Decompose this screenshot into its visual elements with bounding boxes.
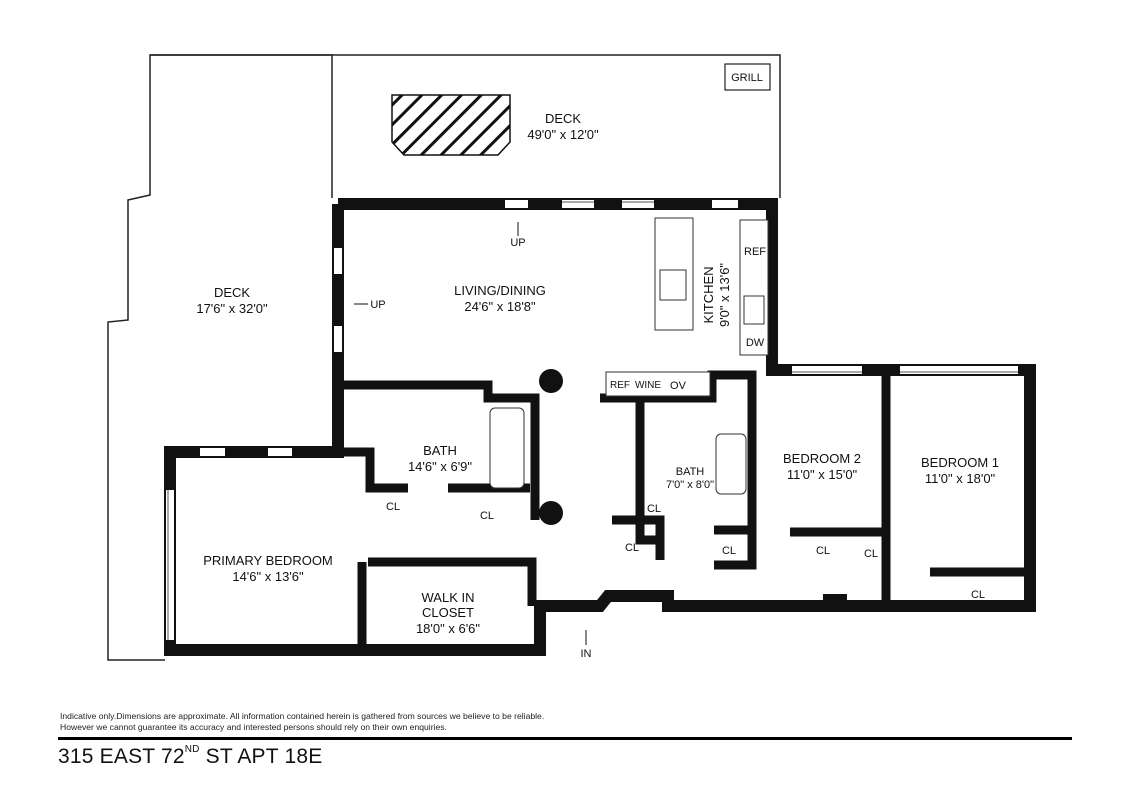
bathtub-small <box>715 433 747 495</box>
room-dims: 11'0" x 18'0" <box>925 471 996 486</box>
column <box>539 501 563 525</box>
address-street: ST APT 18E <box>199 745 323 768</box>
hatched-skylight <box>391 94 511 156</box>
svg-text:CL: CL <box>647 503 661 515</box>
room-name: DECK <box>214 285 250 300</box>
room-dims: 9'0" x 13'6" <box>717 263 732 327</box>
room-name: DECK <box>545 111 581 126</box>
room-name: WALK IN <box>422 590 475 605</box>
ref-label: REF <box>610 380 630 391</box>
address: 315 EAST 72ND ST APT 18E <box>58 744 323 769</box>
room-dims: 18'0" x 6'6" <box>416 621 480 636</box>
interior-walls <box>300 370 1030 650</box>
room-dims: 11'0" x 15'0" <box>787 467 858 482</box>
up-label: UP <box>510 237 525 249</box>
divider <box>58 737 1072 740</box>
room-dims: 24'6" x 18'8" <box>464 299 536 314</box>
room-dims: 7'0" x 8'0" <box>666 479 714 491</box>
room-dims: 49'0" x 12'0" <box>527 127 599 142</box>
grill <box>724 63 771 91</box>
svg-text:CL: CL <box>816 545 830 557</box>
svg-text:CL: CL <box>722 545 736 557</box>
ov-label: OV <box>670 380 687 392</box>
wall-pillar <box>823 594 847 612</box>
disclaimer-line: However we cannot guarantee its accuracy… <box>60 722 447 732</box>
room-name: LIVING/DINING <box>454 283 546 298</box>
column <box>539 369 563 393</box>
room-name: KITCHEN <box>701 266 716 323</box>
room-name: BATH <box>423 443 457 458</box>
sink <box>743 295 765 325</box>
cooktop <box>659 269 687 301</box>
room-name: BEDROOM 1 <box>921 455 999 470</box>
floor-plan: DECK 49'0" x 12'0" GRILL DECK 17'6" x 32… <box>107 54 1036 661</box>
address-suffix: ND <box>184 744 200 755</box>
room-dims: 14'6" x 13'6" <box>232 569 304 584</box>
svg-text:CL: CL <box>625 542 639 554</box>
window-lines <box>167 201 1018 640</box>
svg-text:CL: CL <box>480 510 494 522</box>
svg-text:CL: CL <box>864 548 878 560</box>
in-label: IN <box>581 648 592 660</box>
room-name: CLOSET <box>422 605 474 620</box>
ref-label: REF <box>744 246 766 258</box>
kitchen-counter <box>739 219 769 356</box>
address-number: 315 EAST 72 <box>58 745 185 768</box>
svg-text:CL: CL <box>971 589 985 601</box>
room-dims: 14'6" x 6'9" <box>408 459 472 474</box>
deck-outline-top <box>150 54 781 198</box>
closet-labels: CL CL CL CL CL CL CL CL <box>386 501 985 601</box>
dw-label: DW <box>746 337 765 349</box>
room-name: BEDROOM 2 <box>783 451 861 466</box>
svg-text:CL: CL <box>386 501 400 513</box>
up-label: UP <box>370 299 385 311</box>
wine-label: WINE <box>635 380 661 391</box>
room-name: PRIMARY BEDROOM <box>203 553 333 568</box>
bathtub <box>489 407 525 489</box>
disclaimer: Indicative only.Dimensions are approxima… <box>60 711 544 733</box>
windows <box>166 200 1018 640</box>
room-name: BATH <box>676 466 705 478</box>
counter-row <box>605 371 711 397</box>
room-dims: 17'6" x 32'0" <box>196 301 268 316</box>
grill-label: GRILL <box>731 72 763 84</box>
disclaimer-line: Indicative only.Dimensions are approxima… <box>60 711 545 721</box>
